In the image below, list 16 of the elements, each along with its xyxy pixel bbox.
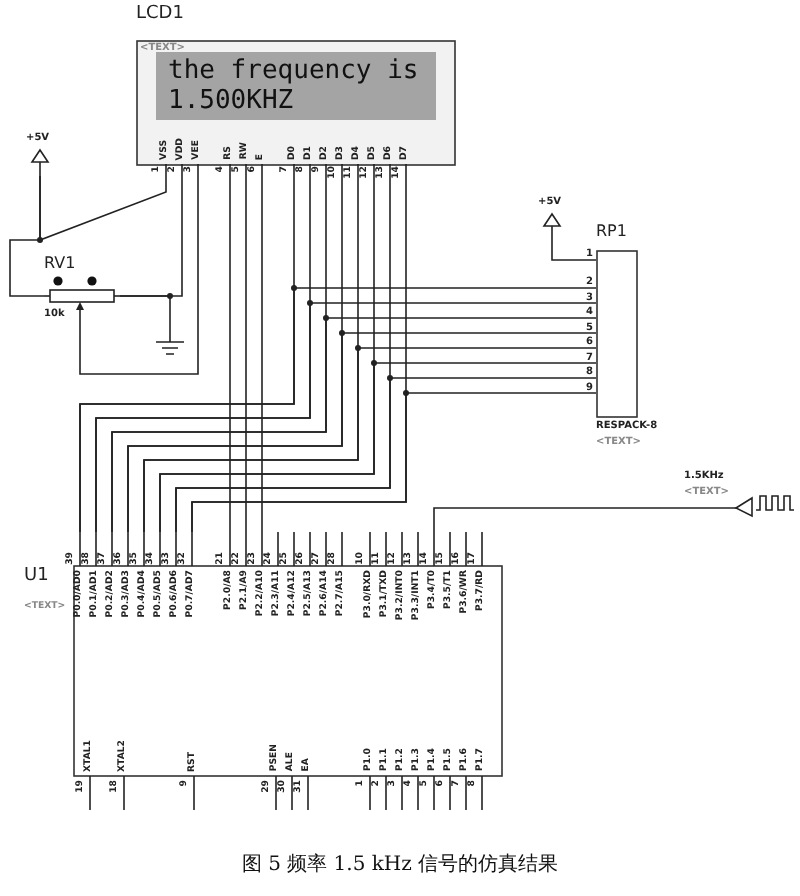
part-label: RP1 [596, 224, 627, 240]
wire [261, 183, 263, 533]
lcd-screen [156, 52, 436, 120]
figure-caption: 图 5 频率 1.5 kHz 信号的仿真结果 [239, 856, 561, 876]
display-text: 1.500KHZ [168, 88, 294, 114]
wire [9, 175, 45, 297]
wire [433, 507, 661, 533]
part-label: RV1 [44, 256, 76, 272]
part-label: LCD1 [136, 6, 184, 24]
wire [119, 295, 171, 337]
part-label: U1 [24, 568, 49, 586]
wire [229, 183, 231, 533]
display-text: the frequency is [168, 58, 419, 84]
wire [245, 183, 247, 533]
wire [79, 183, 199, 375]
wire [551, 239, 597, 261]
